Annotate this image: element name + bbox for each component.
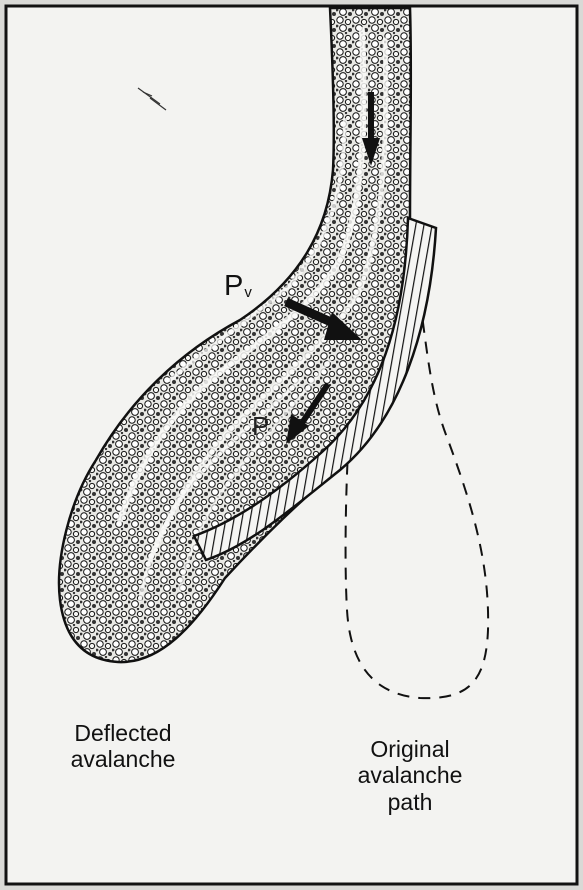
label-pv: Pv [224,270,252,303]
label-pv-main: P [224,270,243,302]
label-pv-subscript: v [244,284,252,301]
deflected-label-line1: Deflected [48,720,198,746]
deflected-label-line2: avalanche [48,746,198,772]
label-p: P [252,412,269,442]
original-label-line2: avalanche [335,762,485,788]
original-label-line1: Original [335,736,485,762]
deflected-avalanche-label: Deflected avalanche [48,720,198,773]
original-avalanche-path-label: Original avalanche path [335,736,485,815]
original-label-line3: path [335,789,485,815]
